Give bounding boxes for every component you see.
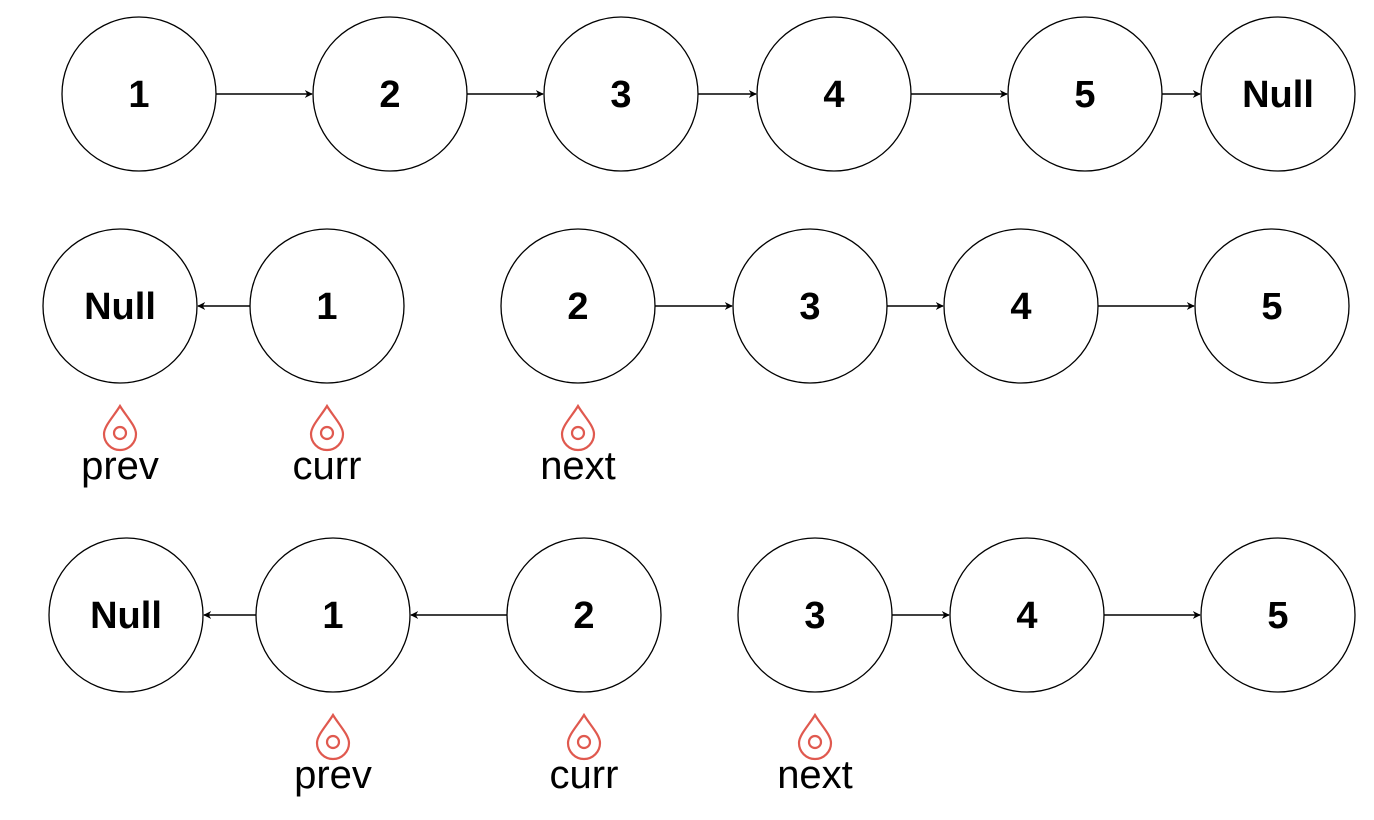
node-row1-2: 2 <box>312 16 468 172</box>
node-circle <box>1007 16 1163 172</box>
pointer-curr: curr <box>550 712 619 797</box>
pointer-prev: prev <box>294 712 372 797</box>
pointer-pin-dot-icon <box>325 734 341 750</box>
node-row1-3: 3 <box>543 16 699 172</box>
node-circle <box>42 228 198 384</box>
pointer-pin-icon <box>560 403 596 452</box>
pointer-next: next <box>777 712 853 797</box>
node-circle <box>255 537 411 693</box>
pointer-label: curr <box>550 753 619 797</box>
node-row1-6: Null <box>1200 16 1356 172</box>
node-label: 1 <box>316 286 337 328</box>
pointers-layer: prev curr next prev curr next <box>81 403 853 797</box>
node-row2-5: 4 <box>943 228 1099 384</box>
pointer-curr: curr <box>293 403 362 488</box>
edges-layer <box>197 90 1201 619</box>
node-label: 5 <box>1261 286 1282 328</box>
node-row3-2: 1 <box>255 537 411 693</box>
pointer-label: prev <box>294 753 372 797</box>
node-circle <box>1200 16 1356 172</box>
node-circle <box>61 16 217 172</box>
node-row1-5: 5 <box>1007 16 1163 172</box>
node-circle <box>506 537 662 693</box>
node-label: 2 <box>379 74 400 116</box>
pointer-pin-dot-icon <box>112 425 128 441</box>
node-label: 4 <box>823 74 844 116</box>
pointer-pin-dot-icon <box>576 734 592 750</box>
node-label: 3 <box>804 595 825 637</box>
node-row2-2: 1 <box>249 228 405 384</box>
node-row2-3: 2 <box>500 228 656 384</box>
node-row3-3: 2 <box>506 537 662 693</box>
node-row1-1: 1 <box>61 16 217 172</box>
pointer-pin-dot-icon <box>807 734 823 750</box>
node-circle <box>732 228 888 384</box>
node-label: Null <box>90 595 162 637</box>
pointer-label: next <box>540 444 616 488</box>
node-circle <box>500 228 656 384</box>
pointer-pin-icon <box>315 712 351 761</box>
node-row2-4: 3 <box>732 228 888 384</box>
node-row3-6: 5 <box>1200 537 1356 693</box>
pointer-pin-icon <box>797 712 833 761</box>
node-row2-6: 5 <box>1194 228 1350 384</box>
pointer-pin-icon <box>309 403 345 452</box>
node-label: 5 <box>1074 74 1095 116</box>
node-circle <box>1200 537 1356 693</box>
node-label: 2 <box>567 286 588 328</box>
pointer-label: curr <box>293 444 362 488</box>
node-row3-4: 3 <box>737 537 893 693</box>
node-label: 4 <box>1016 595 1037 637</box>
node-circle <box>949 537 1105 693</box>
node-row3-1: Null <box>48 537 204 693</box>
node-label: 3 <box>610 74 631 116</box>
pointer-pin-icon <box>102 403 138 452</box>
node-row3-5: 4 <box>949 537 1105 693</box>
node-circle <box>1194 228 1350 384</box>
node-circle <box>737 537 893 693</box>
pointer-label: prev <box>81 444 159 488</box>
pointer-pin-dot-icon <box>319 425 335 441</box>
pointer-prev: prev <box>81 403 159 488</box>
node-label: Null <box>84 286 156 328</box>
node-label: Null <box>1242 74 1314 116</box>
node-circle <box>249 228 405 384</box>
node-label: 4 <box>1010 286 1031 328</box>
node-label: 3 <box>799 286 820 328</box>
pointer-pin-icon <box>566 712 602 761</box>
node-row2-1: Null <box>42 228 198 384</box>
node-row1-4: 4 <box>756 16 912 172</box>
node-circle <box>312 16 468 172</box>
node-label: 1 <box>322 595 343 637</box>
node-circle <box>543 16 699 172</box>
node-label: 1 <box>128 74 149 116</box>
pointer-next: next <box>540 403 616 488</box>
node-label: 2 <box>573 595 594 637</box>
node-label: 5 <box>1267 595 1288 637</box>
pointer-label: next <box>777 753 853 797</box>
node-circle <box>943 228 1099 384</box>
node-circle <box>48 537 204 693</box>
node-circle <box>756 16 912 172</box>
pointer-pin-dot-icon <box>570 425 586 441</box>
